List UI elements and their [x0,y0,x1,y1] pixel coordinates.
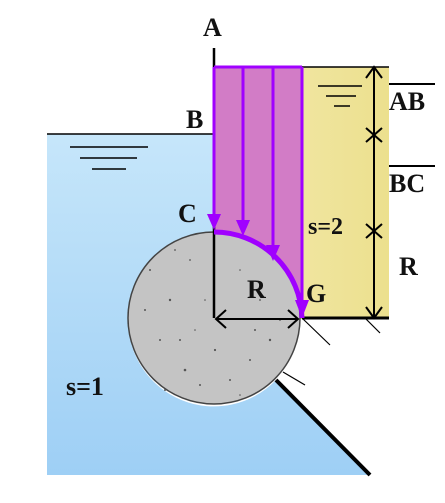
cylinder-texture [144,249,281,396]
label-bc: BC [389,169,425,198]
arrow-heads [207,214,309,318]
label-radius-inside: R [247,275,266,304]
label-c: C [178,199,197,228]
water-level-symbol-right [318,85,362,107]
label-ab: AB [389,87,425,116]
overbars [389,83,435,167]
label-a: A [203,13,222,42]
label-s-right: s=2 [308,214,343,240]
label-g: G [306,279,326,308]
radius-arrow [214,309,300,329]
wall-hatching [282,317,381,386]
water-level-symbol-left [70,146,148,170]
pressure-prism [214,67,302,318]
label-s-left: s=1 [66,372,104,401]
dimension-line [365,65,383,320]
sloped-wall [274,378,372,477]
label-b: B [186,105,203,134]
label-radius-side: R [399,252,418,281]
